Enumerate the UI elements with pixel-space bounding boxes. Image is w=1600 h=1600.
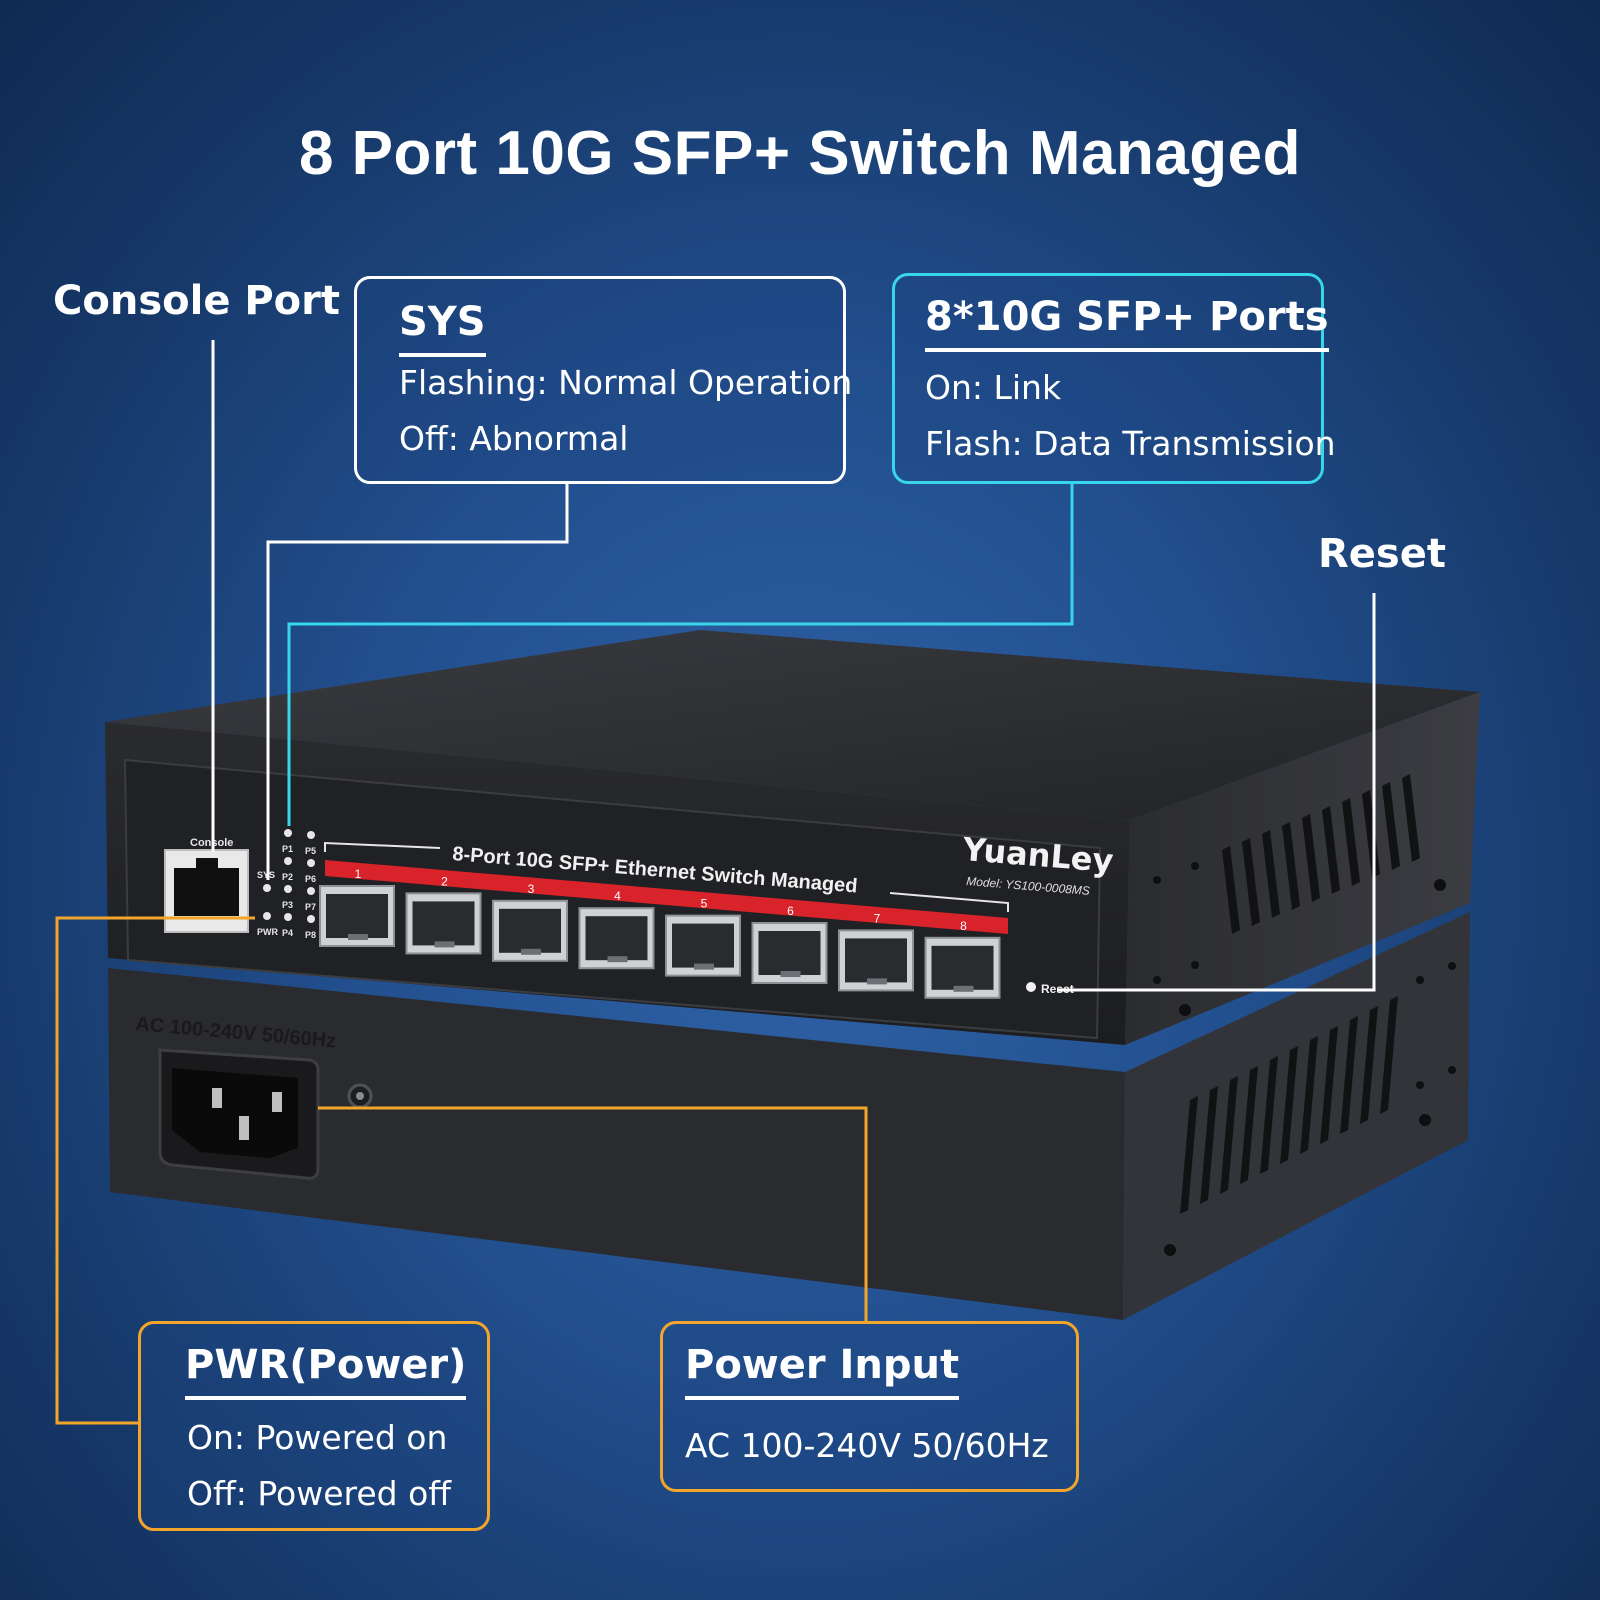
sfp-port-latch — [434, 941, 455, 948]
sys-connector — [266, 484, 569, 880]
led-label-p8: P8 — [305, 930, 316, 940]
sfp-callout-line1: On: Link — [925, 368, 1062, 407]
sfp-callout-title: 8*10G SFP+ Ports — [925, 294, 1329, 352]
sfp-port-opening — [931, 945, 994, 990]
sfp-ports: 1 2 3 4 5 6 7 8 — [319, 867, 1001, 999]
sfp-callout: 8*10G SFP+ Ports On: Link Flash: Data Tr… — [892, 273, 1336, 484]
console-port-label-heading: Console Port — [53, 278, 341, 324]
power-input-connector — [318, 1106, 868, 1322]
reset-connector — [1057, 593, 1376, 992]
sfp-port-opening — [326, 894, 388, 938]
upper-vents — [1222, 774, 1420, 934]
sfp-port-latch — [780, 971, 801, 977]
port-number-label: 1 — [355, 867, 362, 881]
console-port-socket — [174, 868, 239, 916]
sfp-port-opening — [585, 916, 648, 961]
sys-callout: SYS Flashing: Normal Operation Off: Abno… — [354, 276, 852, 484]
port-number-label: 4 — [614, 889, 621, 903]
led-indicators — [263, 829, 315, 923]
pwr-connector — [55, 916, 255, 1425]
sfp-port-opening — [412, 901, 475, 946]
sfp-port-latch — [953, 985, 974, 992]
page-title: 8 Port 10G SFP+ Switch Managed — [298, 119, 1302, 188]
port-number-strip — [325, 860, 1008, 934]
reset-label-heading: Reset — [1318, 531, 1446, 577]
upper-box-side — [1125, 692, 1480, 1045]
led-label-p4: P4 — [282, 928, 293, 938]
sys-callout-title: SYS — [399, 299, 486, 357]
sfp-port-latch — [521, 948, 541, 955]
reset-button[interactable] — [1026, 982, 1036, 992]
power-input-callout-line1: AC 100-240V 50/60Hz — [685, 1426, 1049, 1465]
led-label-sys: SYS — [257, 870, 275, 880]
led-label-p2: P2 — [282, 872, 293, 882]
port-number-label: 5 — [701, 897, 708, 911]
led-label-p5: P5 — [305, 846, 316, 856]
sfp-port-latch — [867, 978, 887, 985]
lower-box-side — [1123, 912, 1470, 1320]
sfp-connector — [287, 484, 1074, 826]
led-label-p3: P3 — [282, 900, 293, 910]
port-number-label: 2 — [441, 874, 448, 888]
pwr-callout-title: PWR(Power) — [185, 1342, 467, 1400]
led-label-p7: P7 — [305, 902, 316, 912]
pwr-callout: PWR(Power) On: Powered on Off: Powered o… — [138, 1321, 490, 1531]
ports-bracket — [324, 841, 441, 852]
port-number-label: 7 — [874, 911, 881, 925]
led-label-pwr: PWR — [257, 927, 278, 937]
led-label-p6: P6 — [305, 874, 316, 884]
sfp-port-latch — [694, 963, 714, 970]
pwr-callout-line2: Off: Powered off — [187, 1474, 452, 1513]
sfp-port-latch — [607, 956, 628, 963]
sfp-port-opening — [672, 923, 734, 968]
port-number-label: 6 — [787, 904, 794, 918]
sfp-port-opening — [758, 931, 821, 975]
power-input-callout: Power Input AC 100-240V 50/60Hz — [660, 1321, 1079, 1492]
led-label-p1: P1 — [282, 844, 293, 854]
port-number-label: 3 — [528, 882, 535, 896]
sys-callout-line1: Flashing: Normal Operation — [399, 363, 853, 402]
port-number-label: 8 — [960, 919, 967, 933]
sfp-port-latch — [348, 934, 368, 940]
sys-callout-line2: Off: Abnormal — [399, 419, 629, 458]
screws — [1153, 862, 1456, 1256]
lower-vents — [1180, 996, 1398, 1214]
sfp-port-opening — [499, 908, 561, 953]
sfp-port-opening — [845, 938, 907, 983]
sfp-callout-line2: Flash: Data Transmission — [925, 424, 1336, 463]
lower-box-front — [108, 968, 1125, 1320]
pwr-callout-line1: On: Powered on — [187, 1418, 448, 1457]
upper-box-top — [105, 630, 1480, 820]
power-input-callout-title: Power Input — [685, 1342, 960, 1400]
